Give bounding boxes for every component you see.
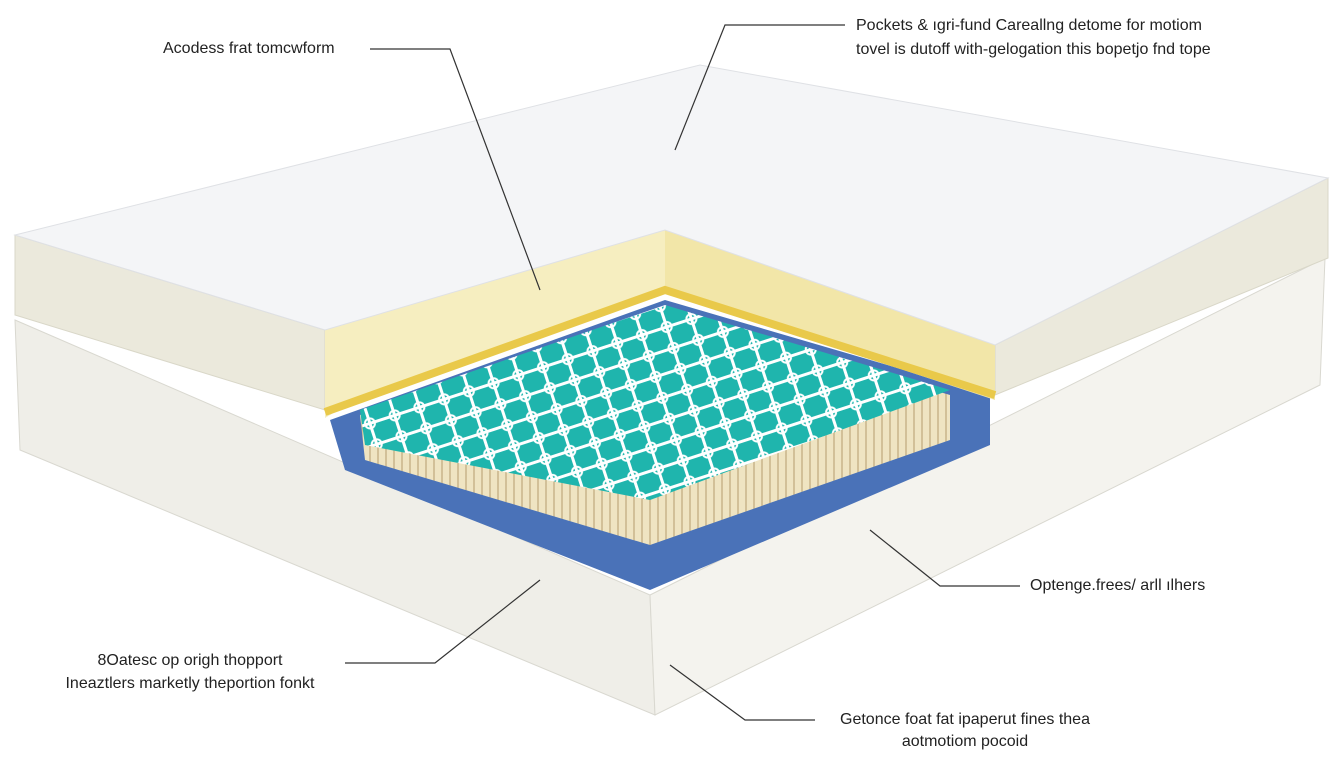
comfort-foam-right-wall [665, 230, 995, 400]
label-bottom-left-line2: Ineaztlers marketly theportion fonkt [65, 675, 315, 692]
callout-lines [345, 24, 1020, 721]
label-top-left: Acodess frat tomcwform [163, 40, 335, 57]
mattress-top-cover [13, 64, 1330, 346]
base-right-face [649, 257, 1326, 716]
label-top-right-line1: Pockets & ıgri-fund Careallng detome for… [856, 17, 1202, 34]
comfort-foam-left-wall [325, 230, 665, 418]
label-bottom-right-line2: aotmotiom pocoid [901, 733, 1029, 750]
pocket-springs [360, 305, 950, 500]
label-right-middle: Optenge.frees/ arll ılhers [1030, 577, 1206, 594]
label-bottom-right-line1: Getonce foat fat ipaperut fines thea [840, 711, 1090, 728]
label-top-right-line2: tovel is dutoff with-gelogation this bop… [856, 41, 1211, 58]
label-bottom-left-line1: 8Oatesc op origh thopport [97, 652, 283, 669]
